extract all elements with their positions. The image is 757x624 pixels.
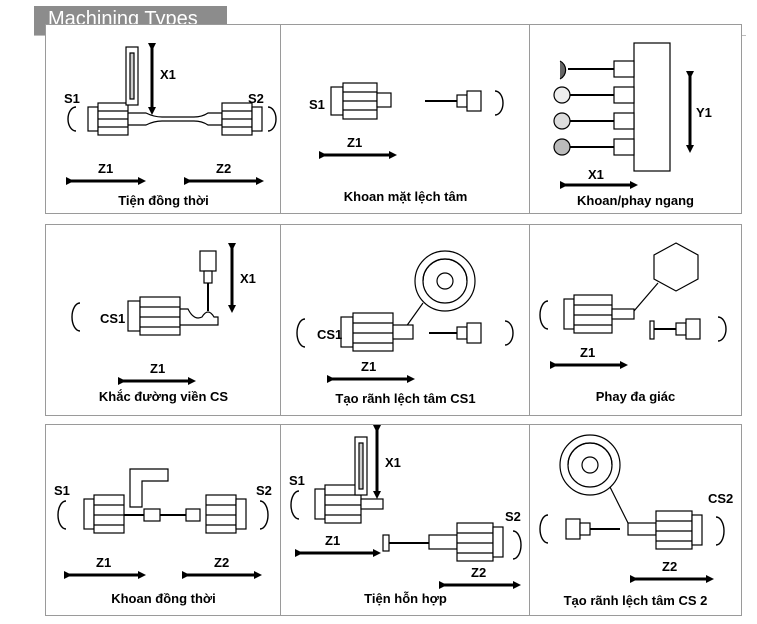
drill-tool-icon bbox=[425, 90, 482, 112]
cs2-rotation-icon bbox=[715, 516, 725, 546]
tool-rotation-icon bbox=[717, 316, 727, 342]
s2-rotation-icon bbox=[512, 530, 522, 560]
turning-tool-icon bbox=[125, 46, 139, 106]
hexagon-icon bbox=[653, 242, 699, 292]
tool-rotation-icon bbox=[504, 320, 514, 346]
z1-label: Z1 bbox=[347, 135, 363, 150]
milling-cutter-icon bbox=[559, 60, 635, 80]
z1-label: Z1 bbox=[580, 345, 596, 360]
caption: Tạo rãnh lệch tâm CS 2 bbox=[563, 593, 708, 608]
mixed-turning-diagram bbox=[290, 425, 522, 589]
caption: Khắc đường viền CS bbox=[98, 389, 229, 404]
caption: Tạo rãnh lệch tâm CS1 bbox=[335, 391, 476, 406]
contour-tool-icon bbox=[199, 250, 217, 311]
right-spindle-icon bbox=[221, 102, 263, 136]
left-spindle-icon bbox=[314, 484, 384, 524]
cell-polygon-milling: Z1 Phay đa giác bbox=[529, 224, 742, 416]
s1-rotation-icon bbox=[290, 490, 300, 520]
s2-rotation-icon bbox=[267, 106, 277, 132]
cell-simultaneous-drilling: S1 S2 Z1 Z2 Khoan đồng thời bbox=[45, 424, 282, 616]
z1-label: Z1 bbox=[150, 361, 166, 376]
cell-simultaneous-turning: S1 S2 X1 Z1 Z2 Tiện đồng thời bbox=[45, 24, 282, 214]
x1-label: X1 bbox=[588, 167, 604, 182]
cell-cross-drilling-milling: Y1 X1 Khoan/phay ngang bbox=[529, 24, 742, 214]
spindle-icon bbox=[563, 294, 635, 334]
polygon-milling-diagram bbox=[539, 242, 727, 369]
right-spindle-icon bbox=[205, 494, 247, 534]
x1-label: X1 bbox=[385, 455, 401, 470]
cs-contouring-diagram bbox=[71, 243, 236, 385]
s2-label: S2 bbox=[505, 509, 521, 524]
turret-block-icon bbox=[633, 42, 671, 172]
y1-label: Y1 bbox=[696, 105, 712, 120]
rotation-icon bbox=[494, 90, 504, 116]
double-drill-icon bbox=[124, 508, 201, 522]
caption: Khoan đồng thời bbox=[111, 591, 216, 606]
cs1-rotation-icon bbox=[71, 302, 81, 332]
tool-rotation-icon bbox=[539, 514, 549, 544]
caption: Tiện đồng thời bbox=[118, 193, 209, 208]
simultaneous-drilling-diagram bbox=[57, 468, 269, 579]
polygon-cutter-icon bbox=[649, 318, 701, 340]
cell-cs-contouring: CS1 X1 Z1 Khắc đường viền CS bbox=[45, 224, 282, 416]
s1-label: S1 bbox=[54, 483, 70, 498]
cs1-rotation-icon bbox=[296, 318, 306, 348]
x1-label: X1 bbox=[160, 67, 176, 82]
turning-tool-icon bbox=[354, 436, 368, 496]
cross-drilling-milling-diagram bbox=[553, 42, 694, 189]
caption: Tiện hỗn hợp bbox=[364, 591, 447, 606]
drill-bit-icon bbox=[553, 86, 635, 104]
caption: Khoan mặt lệch tâm bbox=[343, 189, 468, 204]
drill-tool-icon bbox=[429, 322, 482, 344]
cs1-label: CS1 bbox=[317, 327, 343, 342]
s1-rotation-icon bbox=[57, 500, 67, 530]
s1-label: S1 bbox=[64, 91, 80, 106]
left-spindle-icon bbox=[87, 102, 129, 136]
z1-label: Z1 bbox=[98, 161, 114, 176]
z2-label: Z2 bbox=[471, 565, 487, 580]
right-spindle-icon bbox=[627, 510, 703, 550]
s1-rotation-icon bbox=[67, 106, 77, 132]
s2-rotation-icon bbox=[259, 500, 269, 530]
cell-cs2-eccentric-grooving: CS2 Z2 Tạo rãnh lệch tâm CS 2 bbox=[529, 424, 742, 616]
cs1-label: CS1 bbox=[100, 311, 126, 326]
simultaneous-turning-diagram bbox=[66, 43, 277, 185]
caption: Khoan/phay ngang bbox=[577, 193, 694, 208]
s1-label: S1 bbox=[289, 473, 305, 488]
spindle-rotation-icon bbox=[539, 300, 549, 330]
right-spindle-icon bbox=[428, 522, 504, 562]
s2-label: S2 bbox=[248, 91, 264, 106]
z2-label: Z2 bbox=[216, 161, 232, 176]
z1-label: Z1 bbox=[96, 555, 112, 570]
left-spindle-icon bbox=[83, 494, 125, 534]
spindle-icon bbox=[127, 296, 181, 336]
x1-label: X1 bbox=[240, 271, 256, 286]
cell-mixed-turning: S1 X1 S2 Z1 Z2 Tiện hỗn hợp bbox=[280, 424, 531, 616]
cs2-eccentric-grooving-diagram bbox=[539, 434, 725, 583]
offset-face-drilling-diagram bbox=[319, 82, 504, 159]
z2-label: Z2 bbox=[662, 559, 678, 574]
drill-tool-icon bbox=[382, 534, 429, 552]
s2-label: S2 bbox=[256, 483, 272, 498]
drill-tool-icon bbox=[565, 518, 620, 540]
s1-label: S1 bbox=[309, 97, 325, 112]
workpiece-icon bbox=[179, 308, 219, 326]
spindle-icon bbox=[340, 312, 414, 352]
cell-cs1-eccentric-grooving: CS1 Z1 Tạo rãnh lệch tâm CS1 bbox=[280, 224, 531, 416]
z1-label: Z1 bbox=[325, 533, 341, 548]
cs1-eccentric-grooving-diagram bbox=[296, 250, 514, 383]
groove-detail-icon bbox=[402, 250, 476, 332]
cs2-label: CS2 bbox=[708, 491, 734, 506]
z2-label: Z2 bbox=[214, 555, 230, 570]
ball-mill-icon bbox=[553, 138, 635, 156]
end-mill-icon bbox=[553, 112, 635, 130]
tool-holder-icon bbox=[129, 468, 169, 508]
groove-detail-icon bbox=[559, 434, 629, 524]
cell-offset-face-drilling: S1 Z1 Khoan mặt lệch tâm bbox=[280, 24, 531, 214]
spindle-icon bbox=[330, 82, 392, 120]
z1-label: Z1 bbox=[361, 359, 377, 374]
caption: Phay đa giác bbox=[595, 389, 676, 404]
